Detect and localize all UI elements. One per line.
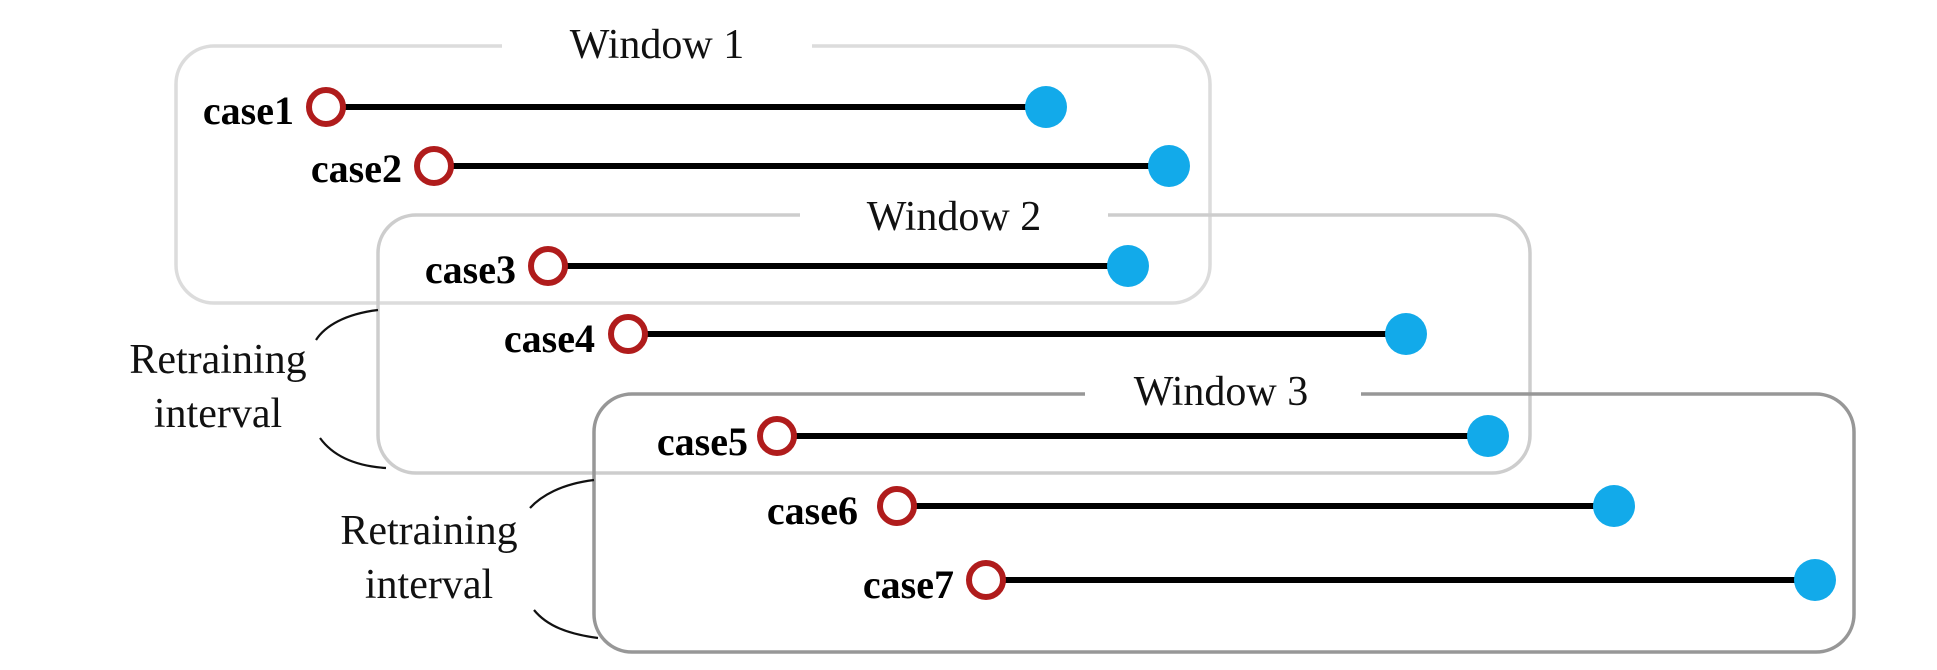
case-1-start-marker xyxy=(306,87,346,127)
window-2: Window 2 xyxy=(376,194,1532,475)
retraining-interval-2-line2: interval xyxy=(365,562,493,608)
case-3-label: case3 xyxy=(425,247,516,292)
retraining-interval-2-brace xyxy=(529,478,595,509)
retraining-interval-1-brace xyxy=(315,308,379,341)
window-1-title-gap xyxy=(502,30,812,60)
case-2-label: case2 xyxy=(311,146,402,191)
window-2-title: Window 2 xyxy=(867,194,1041,240)
case-7-label: case7 xyxy=(863,562,954,607)
case-1-label: case1 xyxy=(203,88,294,133)
case-7-start-marker xyxy=(966,560,1006,600)
window-2-title-gap xyxy=(800,200,1108,230)
window-3-title: Window 3 xyxy=(1134,369,1308,415)
window-3-title-gap xyxy=(1085,378,1361,408)
retraining-interval-1-brace-lower xyxy=(319,437,387,470)
retraining-interval-2: Retraining interval xyxy=(340,478,599,640)
case-3-row: case3 xyxy=(425,245,1149,292)
case-1-row: case1 xyxy=(203,86,1067,133)
window-1-title: Window 1 xyxy=(570,22,744,68)
case-5-end-marker xyxy=(1467,415,1509,457)
window-1: Window 1 xyxy=(174,22,1212,305)
retraining-interval-2-brace-lower xyxy=(533,609,599,640)
case-4-row: case4 xyxy=(504,313,1427,361)
case-2-row: case2 xyxy=(311,145,1190,191)
case-6-label: case6 xyxy=(767,488,858,533)
case-4-end-marker xyxy=(1385,313,1427,355)
case-1-end-marker xyxy=(1025,86,1067,128)
case-2-end-marker xyxy=(1148,145,1190,187)
case-5-row: case5 xyxy=(657,415,1509,464)
case-2-start-marker xyxy=(414,146,454,186)
retraining-interval-1: Retraining interval xyxy=(129,308,387,470)
case-6-start-marker xyxy=(877,486,917,526)
retraining-interval-1-line2: interval xyxy=(154,391,282,437)
window-3: Window 3 xyxy=(592,369,1856,654)
case-7-row: case7 xyxy=(863,559,1836,607)
case-3-start-marker xyxy=(528,246,568,286)
case-6-row: case6 xyxy=(767,485,1635,533)
case-5-start-marker xyxy=(757,416,797,456)
case-4-label: case4 xyxy=(504,316,595,361)
case-7-end-marker xyxy=(1794,559,1836,601)
case-6-end-marker xyxy=(1593,485,1635,527)
retraining-interval-1-line1: Retraining xyxy=(129,337,306,383)
case-5-label: case5 xyxy=(657,419,748,464)
case-4-start-marker xyxy=(608,314,648,354)
case-3-end-marker xyxy=(1107,245,1149,287)
retraining-interval-2-line1: Retraining xyxy=(340,508,517,554)
